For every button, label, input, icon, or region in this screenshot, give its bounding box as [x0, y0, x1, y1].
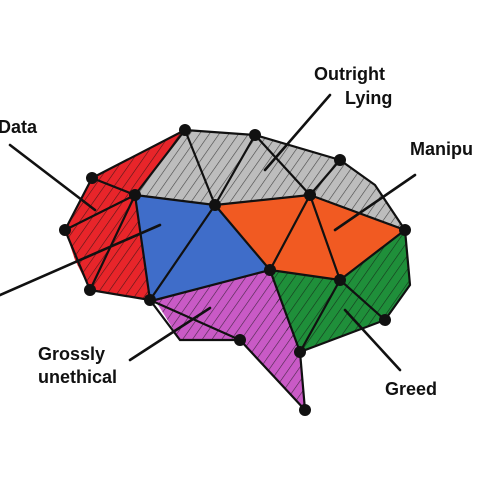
callout-grossly-unethical	[128, 306, 212, 362]
node	[379, 314, 391, 326]
callout-left	[0, 223, 162, 297]
node	[234, 334, 246, 346]
node	[209, 199, 221, 211]
callout-data	[8, 143, 97, 212]
node	[59, 224, 71, 236]
callout-lines	[0, 93, 417, 372]
mesh-nodes	[59, 124, 411, 416]
region-manipulation-orange	[215, 195, 405, 280]
node	[299, 404, 311, 416]
label-outright-lying-line1: Outright	[314, 64, 385, 84]
node	[179, 124, 191, 136]
label-manipulation: Manipu	[410, 139, 473, 159]
callout-greed	[343, 308, 402, 372]
node	[129, 189, 141, 201]
node	[334, 274, 346, 286]
node	[399, 224, 411, 236]
label-data: Data	[0, 117, 38, 137]
node	[334, 154, 346, 166]
node	[294, 346, 306, 358]
node	[144, 294, 156, 306]
label-grossly-unethical-line2: unethical	[38, 367, 117, 387]
node	[304, 189, 316, 201]
label-outright-lying-line2: Lying	[345, 88, 392, 108]
node	[84, 284, 96, 296]
node	[264, 264, 276, 276]
node	[249, 129, 261, 141]
callout-manipulation	[333, 173, 417, 232]
label-greed: Greed	[385, 379, 437, 399]
label-grossly-unethical-line1: Grossly	[38, 344, 105, 364]
callout-outright-lying	[263, 93, 332, 172]
node	[86, 172, 98, 184]
hatch-green	[270, 230, 410, 352]
